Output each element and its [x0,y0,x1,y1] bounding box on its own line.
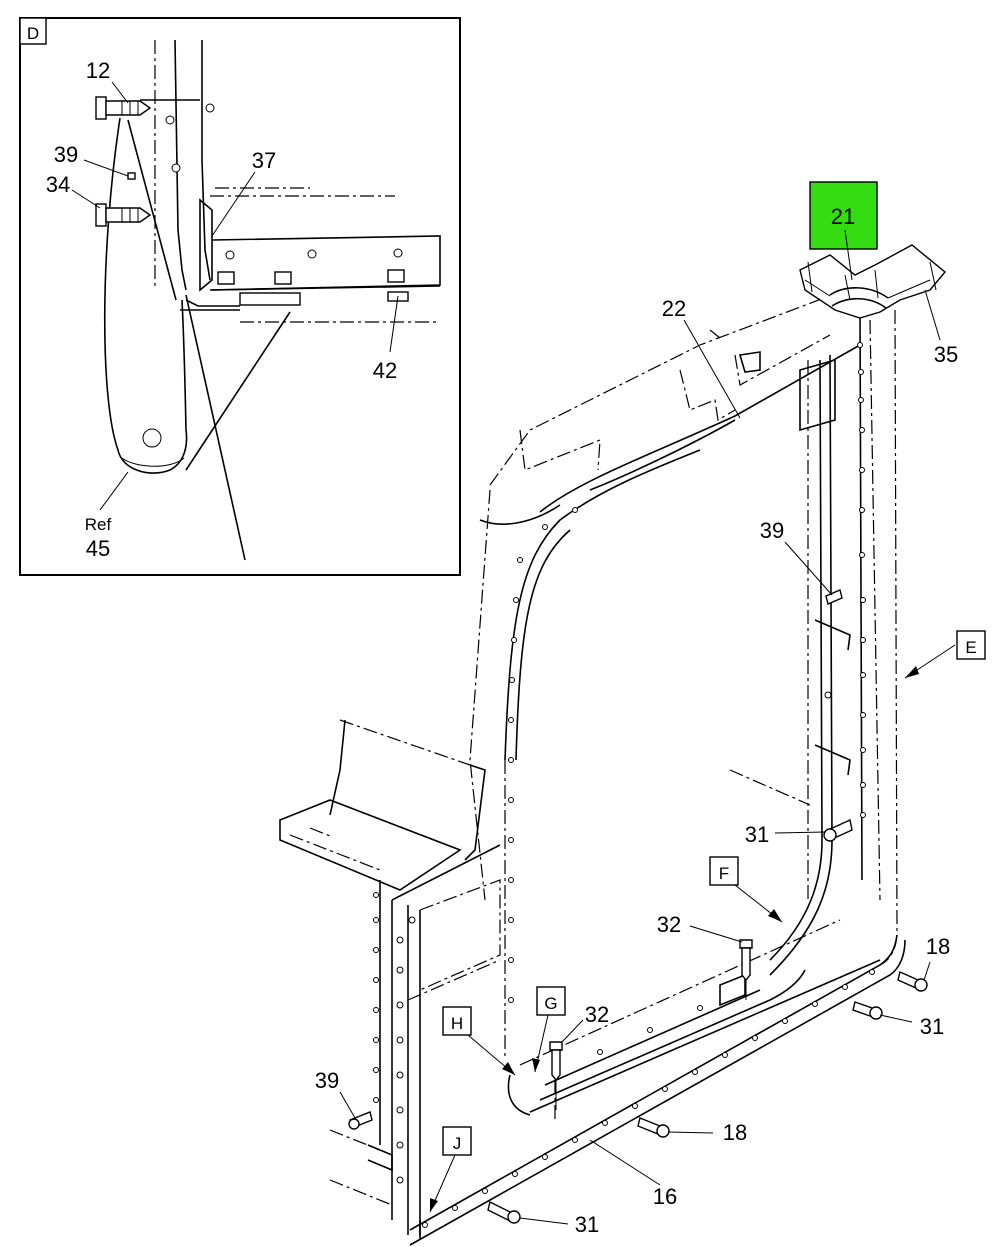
corner-bracket [799,244,946,319]
fastener-18-bottom [637,1117,670,1138]
callout-18-bottom: 18 [723,1120,747,1145]
detail-frame [19,17,461,576]
callout-34: 34 [46,172,70,197]
detail-bolt-12 [95,96,152,120]
a-pillar [469,449,701,1060]
callout-31-bottom: 31 [575,1212,599,1237]
cab-side-structure [279,719,501,1235]
bottom-rail [409,934,906,1246]
callout-39-left: 39 [315,1068,339,1093]
fastener-18-right [897,971,928,992]
fastener-39-left [348,1111,373,1130]
detail-bolt-34 [95,203,152,227]
callout-37: 37 [252,148,276,173]
fastener-31-right [852,1001,883,1020]
detail-leaders [71,81,399,511]
view-label-f: F [719,864,729,883]
fastener-32-right [739,939,753,1000]
main-leaders [339,289,941,1225]
fastener-39-top [825,589,843,605]
view-label-e: E [965,638,976,657]
detail-angle-bar [165,103,441,306]
callout-39-top: 39 [760,518,784,543]
highlight-callout-21: 21 [809,181,878,281]
callout-16: 16 [653,1184,677,1209]
a-pillar-holes [508,507,578,1003]
detail-screw-39 [127,172,136,180]
callout-12: 12 [86,58,110,83]
callout-42: 42 [373,358,397,383]
fastener-31-bottom [487,1200,521,1224]
view-label-h-group: H [442,1006,516,1076]
callout-39-detail: 39 [54,142,78,167]
view-label-g: G [544,994,557,1013]
callout-32-right: 32 [657,912,681,937]
door-sill [507,919,881,1120]
highlight-box [809,181,878,250]
view-label-g-group: G [532,986,566,1073]
b-pillar [729,309,898,976]
roof-header-phantom [479,289,861,525]
view-label-f-group: F [709,856,783,923]
callout-18-right: 18 [926,934,950,959]
view-label-j: J [453,1134,462,1153]
view-label-d: D [27,24,39,43]
view-label-j-group: J [429,1126,472,1213]
detail-pillar [103,39,440,561]
callout-21: 21 [831,204,855,229]
callout-31-right: 31 [920,1014,944,1039]
view-label-box-d [19,17,47,45]
main-view: 21 E F G H J [279,181,986,1246]
bottom-rail-holes [422,969,875,1228]
b-pillar-holes [824,342,866,818]
fastener-32-left [549,1041,563,1110]
sill-holes [597,1005,703,1055]
view-label-e-group: E [904,630,986,679]
callout-32-left: 32 [585,1002,609,1027]
callout-ref-word: Ref [85,515,112,534]
cab-side-holes [373,892,416,1184]
callout-35: 35 [934,342,958,367]
detail-view-d: D [19,17,461,576]
fastener-31-mid [823,818,853,842]
view-label-h: H [451,1014,463,1033]
callout-22: 22 [662,296,686,321]
callout-ref-45: 45 [86,536,110,561]
callout-31-mid: 31 [745,822,769,847]
